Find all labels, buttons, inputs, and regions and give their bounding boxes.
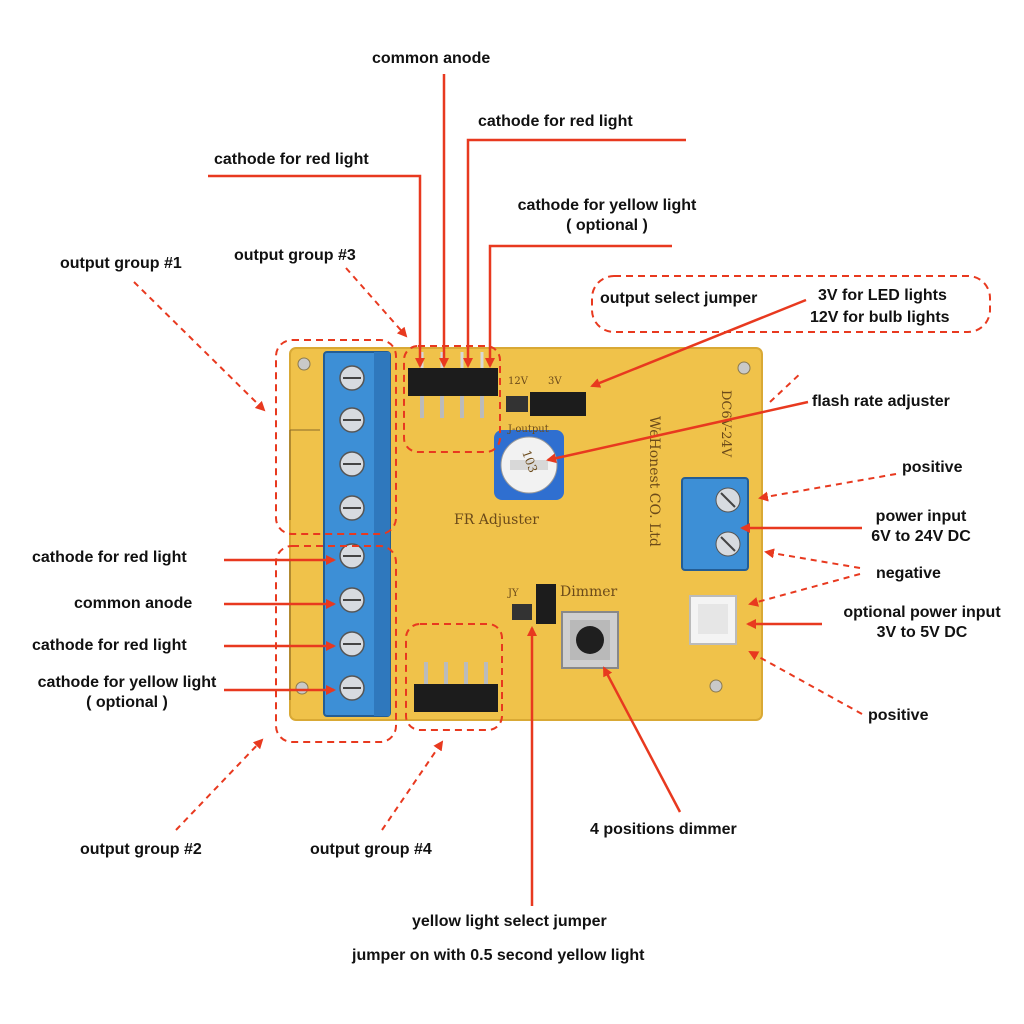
label-yellow-select-line2: jumper on with 0.5 second yellow light — [352, 947, 645, 964]
label-output-group-3: output group #3 — [234, 247, 356, 264]
group-outlines — [275, 275, 991, 743]
label-common-anode-left: common anode — [74, 595, 193, 612]
label-cathode-yellow-top-line2: ( optional ) — [566, 217, 648, 234]
label-cathode-yellow-left: cathode for yellow light ( optional ) — [12, 673, 242, 713]
label-positive-top: positive — [902, 459, 963, 476]
power-terminal — [681, 477, 749, 571]
callouts-dashed — [133, 267, 897, 831]
silk-dc: DC6V-24V — [718, 390, 733, 458]
yellow-select-jumper — [512, 584, 556, 624]
label-voltage-bulb: 12V for bulb lights — [810, 309, 950, 326]
label-optional-power: optional power input 3V to 5V DC — [824, 603, 1020, 643]
optional-power-connector — [689, 595, 737, 645]
label-output-group-4: output group #4 — [310, 841, 432, 858]
label-output-group-1: output group #1 — [60, 255, 182, 272]
label-cathode-red-top-right: cathode for red light — [478, 113, 633, 130]
pin-header-bottom — [414, 662, 498, 712]
label-flash-rate-adjuster: flash rate adjuster — [812, 393, 950, 410]
callouts-solid — [208, 74, 862, 906]
label-cathode-yellow-top: cathode for yellow light ( optional ) — [492, 196, 722, 236]
label-voltage-led: 3V for LED lights — [818, 287, 947, 304]
label-cathode-red-left-2: cathode for red light — [32, 637, 187, 654]
silk-12v: 12V — [508, 376, 529, 387]
label-output-group-2: output group #2 — [80, 841, 202, 858]
screw-terminal-left — [323, 351, 391, 717]
outline-group-4 — [405, 623, 503, 731]
label-common-anode-top: common anode — [372, 50, 491, 67]
label-positive-bottom: positive — [868, 707, 929, 724]
label-cathode-red-top-left: cathode for red light — [214, 151, 369, 168]
silk-dimmer: Dimmer — [560, 584, 618, 600]
silk-fr-adjuster: FR Adjuster — [454, 512, 539, 528]
label-yellow-select-line1: yellow light select jumper — [412, 913, 607, 930]
label-negative: negative — [876, 565, 941, 582]
silk-joutput: J-output — [507, 424, 549, 435]
pcb-board — [289, 347, 763, 721]
label-dimmer-4pos: 4 positions dimmer — [590, 821, 737, 838]
silk-jy: JY — [507, 588, 519, 599]
silk-brand: WeHonest CO. Ltd — [646, 416, 662, 547]
label-cathode-yellow-left-line1: cathode for yellow light — [37, 674, 217, 691]
label-optional-power-line2: 3V to 5V DC — [876, 624, 968, 641]
label-optional-power-line1: optional power input — [843, 604, 1001, 621]
pin-header-top — [408, 352, 498, 418]
potentiometer — [494, 430, 564, 500]
outline-voltage-note — [591, 275, 991, 333]
outline-group-1 — [275, 339, 397, 535]
dimmer-button — [561, 611, 619, 669]
label-cathode-yellow-top-line1: cathode for yellow light — [517, 197, 697, 214]
output-select-jumper — [506, 392, 586, 416]
label-output-select-jumper: output select jumper — [600, 290, 758, 307]
label-cathode-red-left-1: cathode for red light — [32, 549, 187, 566]
label-power-input: power input 6V to 24V DC — [856, 507, 986, 547]
outline-group-3 — [403, 345, 501, 453]
silk-3v: 3V — [548, 376, 562, 387]
label-power-input-line1: power input — [875, 508, 967, 525]
outline-group-2 — [275, 545, 397, 743]
label-power-input-line2: 6V to 24V DC — [871, 528, 971, 545]
label-cathode-yellow-left-line2: ( optional ) — [86, 694, 168, 711]
